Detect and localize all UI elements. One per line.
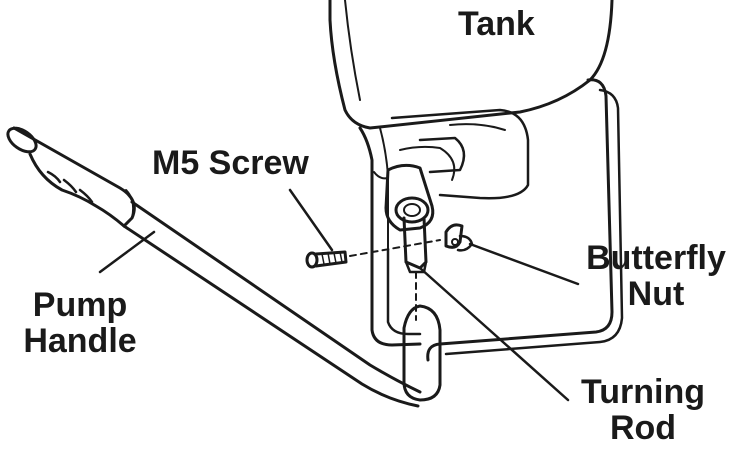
butterfly-nut-label-line1: Butterfly — [586, 239, 726, 277]
assembly-dashed-lines — [349, 239, 441, 321]
leader-lines — [98, 188, 580, 402]
pivot-hub — [373, 163, 435, 274]
m5-screw-shape — [305, 250, 348, 269]
tank-body — [328, 0, 614, 252]
turning-rod-label: Turning Rod — [568, 374, 718, 446]
butterfly-nut-shape — [444, 223, 474, 252]
stand-frame — [370, 78, 624, 402]
pump-handle-label-line1: Pump — [32, 286, 128, 324]
turning-rod-label-line2: Rod — [609, 409, 677, 447]
pump-handle-label: Pump Handle — [12, 287, 148, 359]
turning-rod-label-line1: Turning — [581, 373, 705, 411]
pump-handle-shape — [6, 126, 422, 408]
butterfly-nut-label: Butterfly Nut — [578, 240, 734, 312]
tank-label: Tank — [458, 5, 535, 43]
pump-handle-label-line2: Handle — [23, 322, 137, 360]
m5-screw-label: M5 Screw — [152, 144, 309, 182]
butterfly-nut-label-line2: Nut — [627, 275, 685, 313]
